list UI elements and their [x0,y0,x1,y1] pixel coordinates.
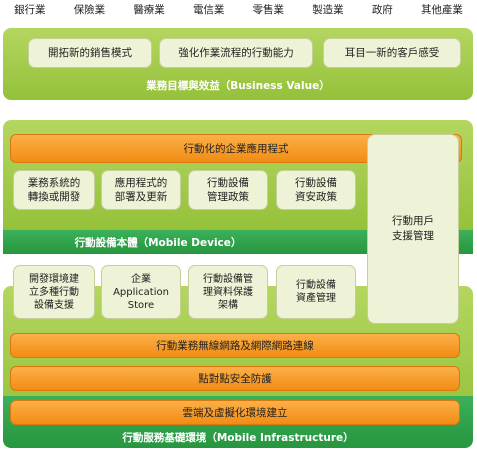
industry-telecom: 電信業 [192,3,225,16]
mobile-device-card-app-deployment: 應用程式的 部署及更新 [101,170,181,210]
industry-insurance: 保險業 [73,3,106,16]
industry-other: 其他產業 [420,3,463,16]
business-value-card-workflow: 強化作業流程的行動能力 [159,38,313,68]
infra-bar-network: 行動業務無線網路及網際網路連線 [10,333,460,358]
infra-card-dev-environment: 開發環境建 立多種行動 設備支援 [13,265,95,319]
business-value-band: 開拓新的銷售模式 強化作業流程的行動能力 耳目一新的客戶感受 業務目標與效益（B… [3,28,473,100]
industry-list: 銀行業 保險業 醫療業 電信業 零售業 製造業 政府 其他產業 [0,0,477,18]
business-value-card-customer: 耳目一新的客戶感受 [323,38,461,68]
mobile-user-support-column: 行動用戶 支援管理 [367,134,459,324]
infra-card-asset-management: 行動設備 資產管理 [276,265,356,319]
mobile-device-card-management-policy: 行動設備 管理政策 [188,170,268,210]
infra-card-app-store: 企業 Application Store [101,265,181,319]
business-value-label: 業務目標與效益（Business Value） [146,80,330,92]
mobile-device-card-security-policy: 行動設備 資安政策 [276,170,356,210]
business-value-card-sales: 開拓新的銷售模式 [28,38,152,68]
infra-card-data-protection: 行動設備管 理資料保護 架構 [188,265,268,319]
industry-retail: 零售業 [252,3,285,16]
mobile-device-card-business-system: 業務系統的 轉換或開發 [13,170,95,210]
industry-government: 政府 [371,3,393,16]
industry-healthcare: 醫療業 [133,3,165,16]
infra-bar-cloud: 雲端及虛擬化環境建立 [10,400,460,425]
industry-banking: 銀行業 [14,3,46,16]
mobile-device-label: 行動設備本體（Mobile Device） [74,237,242,249]
infra-bar-security: 點對點安全防護 [10,366,460,391]
mobile-infrastructure-label: 行動服務基礎環境（Mobile Infrastructure） [122,432,354,444]
industry-manufacturing: 製造業 [312,3,344,16]
